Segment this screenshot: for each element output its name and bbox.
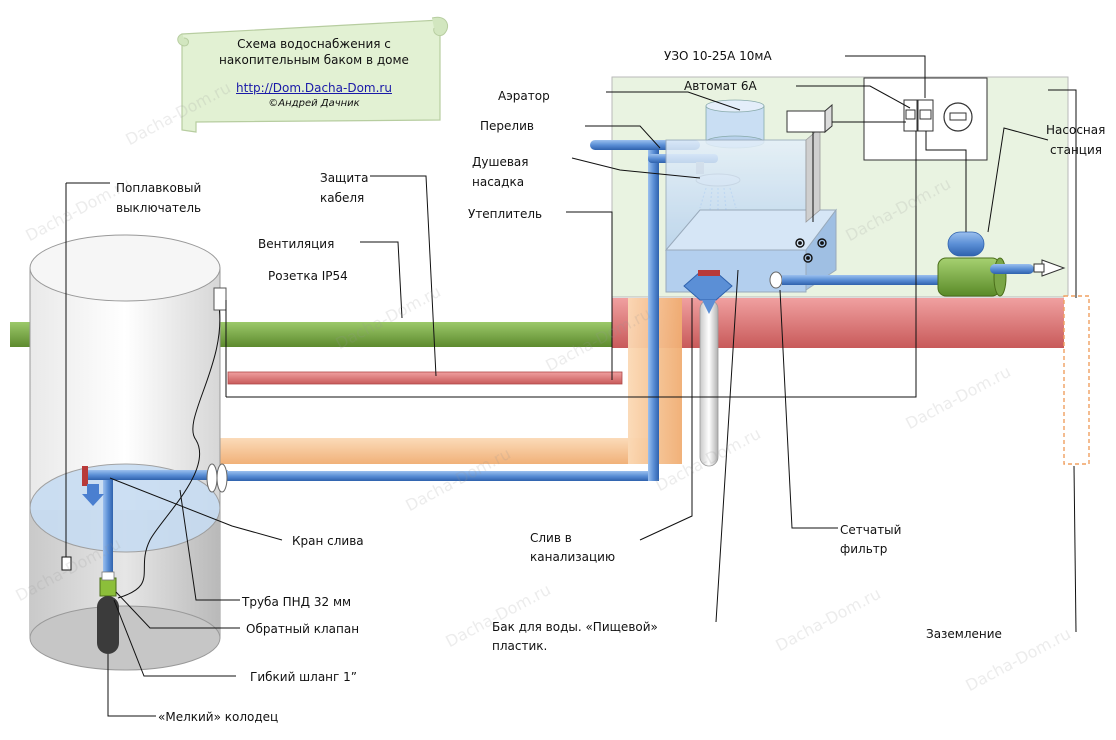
tank-drain-pipe (699, 299, 719, 467)
label-sewer-drain-1: Слив в (530, 531, 572, 545)
label-shower-head-2: насадка (472, 175, 525, 189)
label-shower-head-1: Душевая (472, 155, 529, 169)
label-tank-1: Бак для воды. «Пищевой» (492, 620, 658, 634)
shallow-pump-body (97, 596, 119, 654)
aerator-vessel (705, 99, 765, 149)
label-flex-hose: Гибкий шланг 1” (250, 670, 357, 684)
title-scroll (177, 16, 448, 133)
grounding-stake (1063, 295, 1090, 465)
label-cable-protection-1: Защита (320, 171, 369, 185)
well (29, 234, 221, 671)
insulation-sleeve-horizontal (220, 438, 660, 464)
label-float-switch-2: выключатель (116, 201, 202, 215)
label-mesh-filter-1: Сетчатый (840, 523, 902, 537)
label-sewer-drain-2: канализацию (530, 550, 616, 564)
author-credit: ©Андрей Дачник (268, 98, 360, 109)
label-ventilation: Вентиляция (258, 237, 335, 251)
label-float-switch-1: Поплавковый (116, 181, 202, 195)
label-insulation: Утеплитель (468, 207, 543, 221)
label-cable-protection-2: кабеля (320, 191, 365, 205)
socket-ip54 (213, 287, 227, 311)
check-valve (99, 577, 117, 597)
house-foundation (612, 298, 1068, 348)
callout-lines (66, 55, 1077, 717)
label-socket: Розетка IP54 (268, 269, 348, 283)
title-line-1: Схема водоснабжения с (237, 37, 391, 51)
well-drain-valve (82, 466, 88, 486)
pump-suction-pipe (782, 275, 940, 285)
label-check-valve: Обратный клапан (246, 622, 360, 636)
title-line-2: накопительным баком в доме (219, 53, 409, 67)
wiring (226, 121, 967, 398)
well-flow-arrow (82, 484, 104, 506)
well-water-surface (29, 463, 221, 553)
label-overflow: Перелив (480, 119, 534, 133)
label-pipe-pnd: Труба ПНД 32 мм (242, 595, 352, 609)
float-switch (61, 556, 72, 571)
label-grounding: Заземление (926, 627, 1002, 641)
pipe-coupling-1 (206, 463, 218, 493)
aerator-compressor (786, 110, 826, 133)
well-pipe-vertical (103, 470, 113, 585)
label-drain-valve: Кран слива (292, 534, 364, 548)
tank-float-valves (795, 238, 827, 263)
label-automat: Автомат 6А (684, 79, 757, 93)
site-link[interactable]: http://Dom.Dacha-Dom.ru (236, 81, 392, 95)
pump-cable (117, 299, 221, 599)
cable-protection-pipe (227, 371, 623, 385)
label-shallow-well: «Мелкий» колодец (158, 710, 279, 724)
title-block: Схема водоснабжения с накопительным бако… (196, 36, 432, 112)
label-mesh-filter-2: фильтр (840, 542, 888, 556)
supply-pipe-vertical (648, 148, 659, 481)
label-pump-station-1: Насосная (1046, 123, 1106, 137)
label-pump-station-2: станция (1050, 143, 1102, 157)
well-pipe-horizontal (88, 470, 228, 480)
pipe-coupling-2 (216, 463, 228, 493)
water-tank (664, 127, 837, 293)
label-aerator: Аэратор (498, 89, 550, 103)
label-tank-2: пластик. (492, 639, 548, 653)
label-uzo: УЗО 10-25А 10мА (664, 49, 772, 63)
supply-pipe-horizontal (226, 471, 656, 481)
mesh-filter (769, 271, 783, 289)
pump-station (937, 231, 1066, 297)
